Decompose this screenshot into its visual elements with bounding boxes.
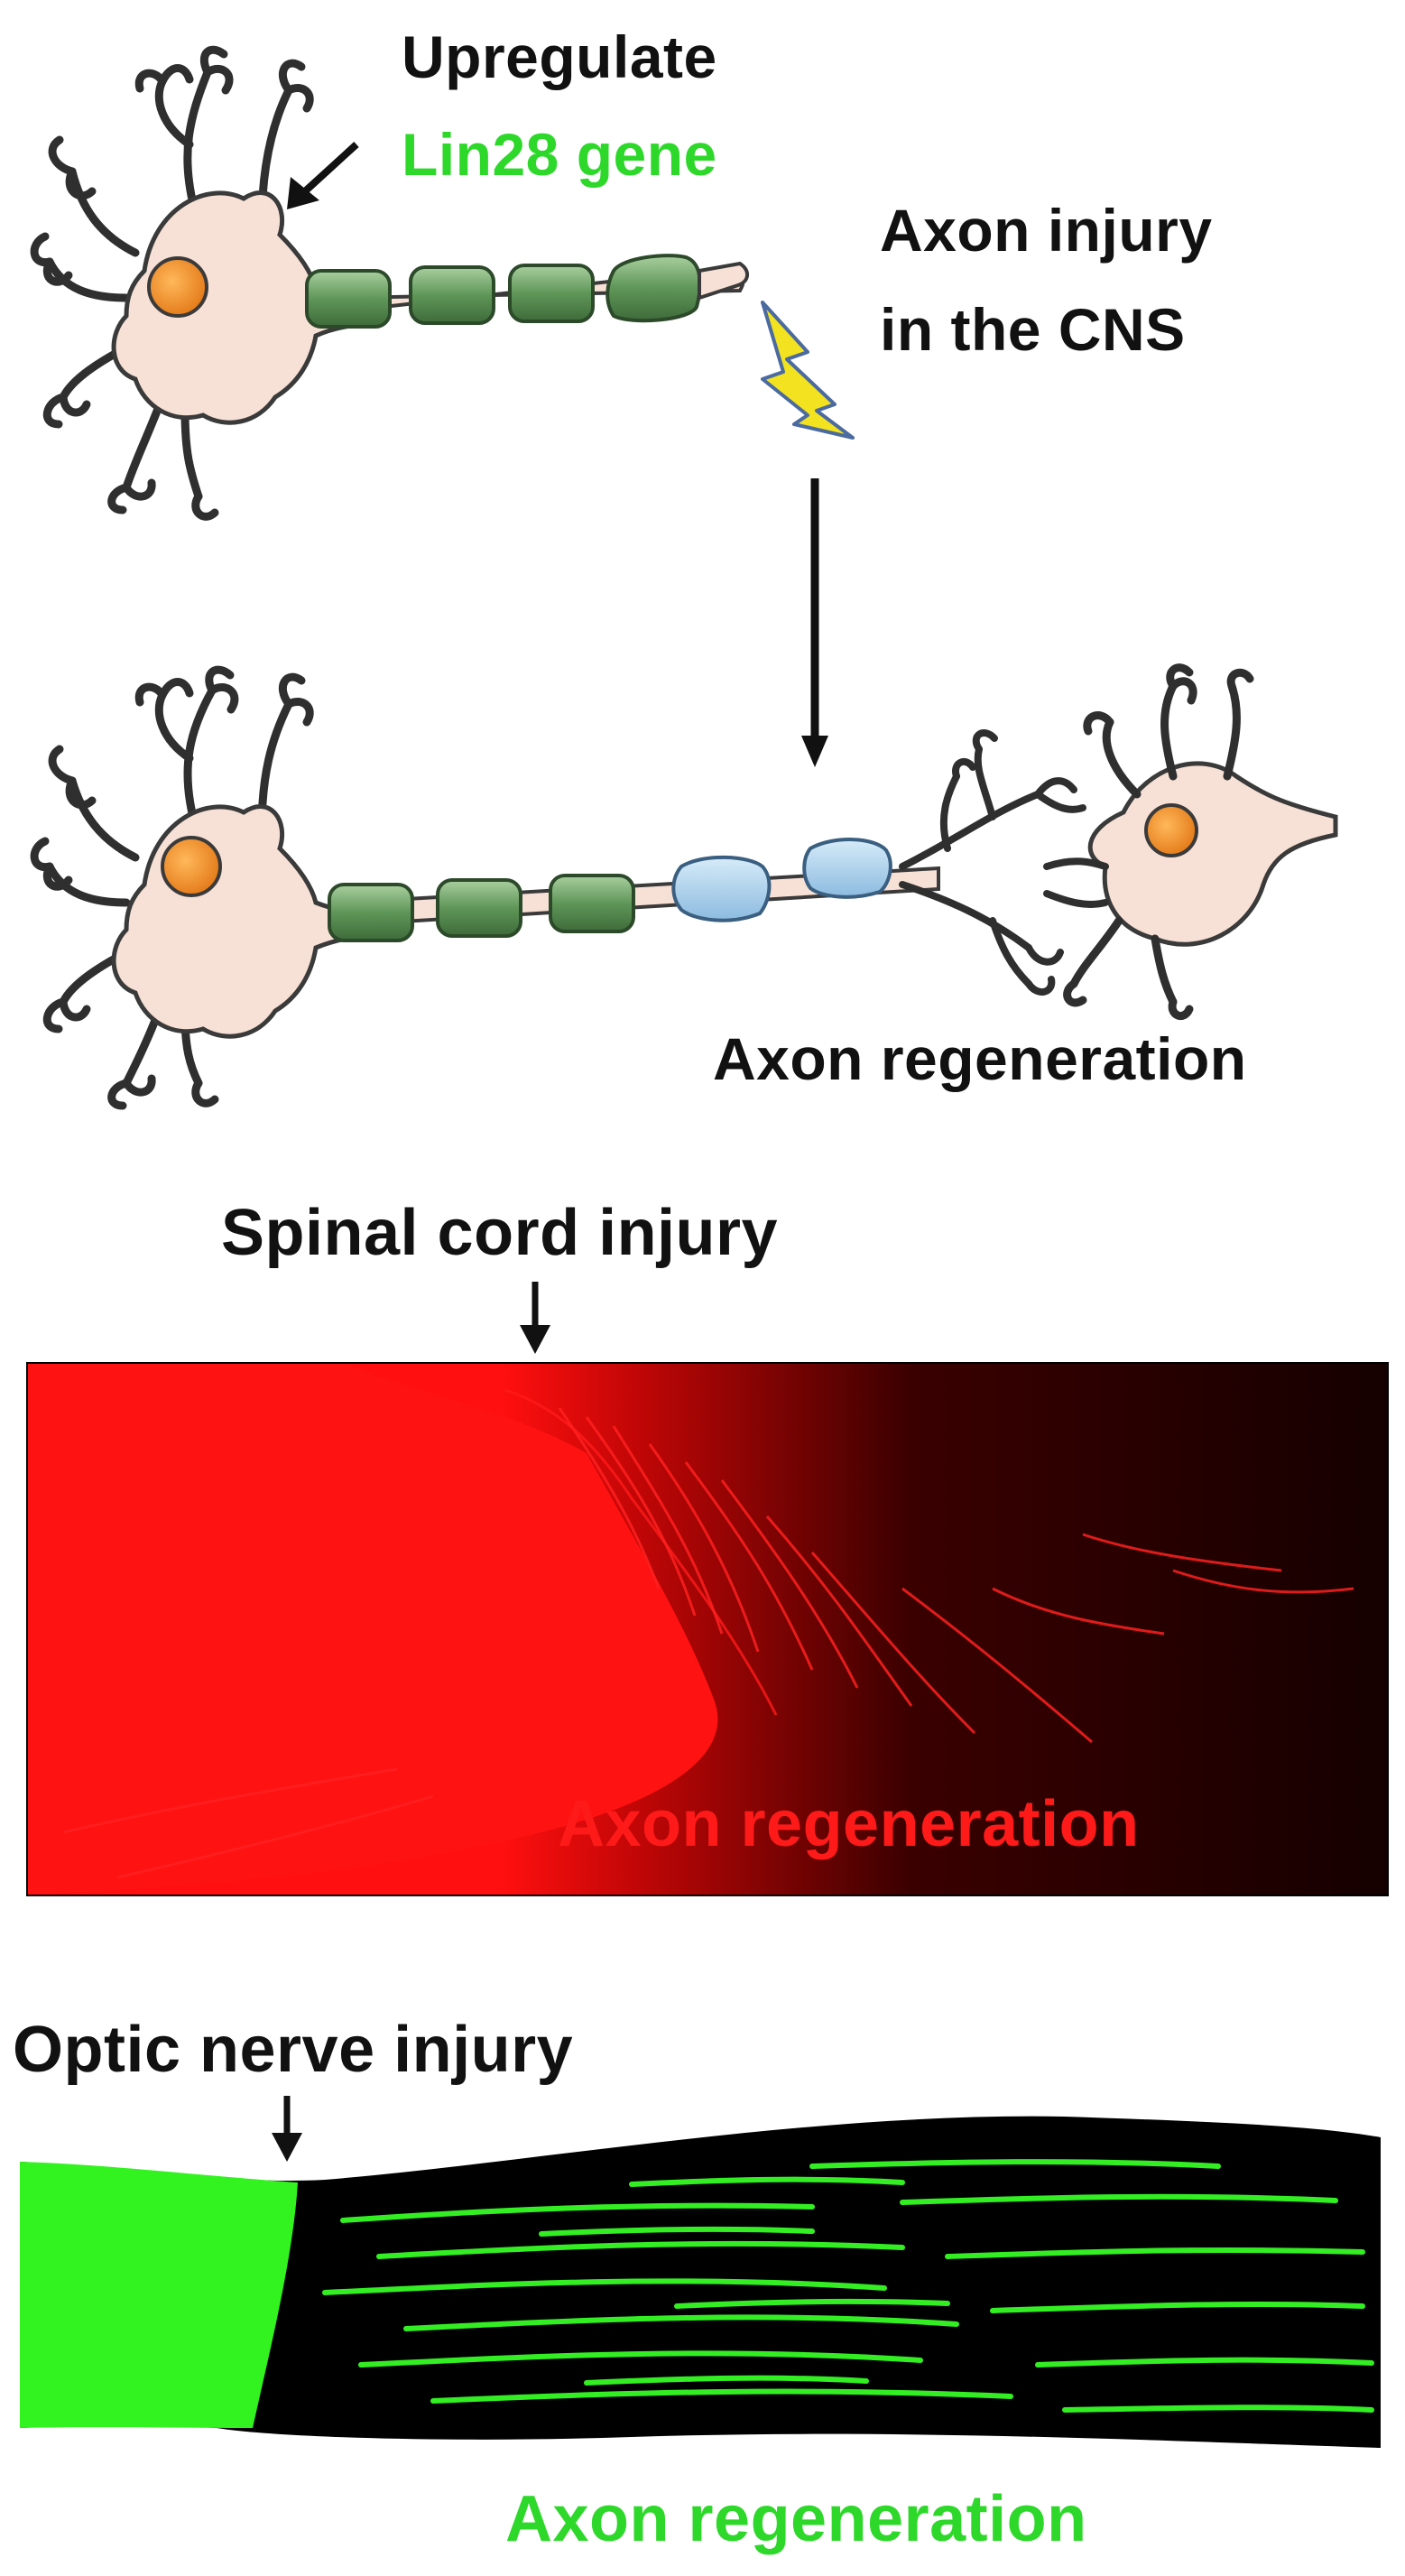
- injured-neuron-dendrites: [30, 45, 314, 521]
- optic-nerve-injury-label: Optic nerve injury: [13, 2014, 574, 2086]
- regenerated-axon: [328, 838, 940, 942]
- green-axon-fibers: [322, 2159, 1374, 2413]
- green-axon-injured-region: [20, 2162, 298, 2428]
- red-axon-fibers: [62, 1407, 1354, 1879]
- injured-axon-tip: [698, 261, 749, 301]
- regenerated-neuron-soma: [111, 804, 359, 1039]
- arrow-down-icon: [272, 2096, 302, 2162]
- target-neuron-nucleus: [1144, 803, 1198, 857]
- optic-nerve-micrograph: [20, 2116, 1381, 2448]
- myelin-segment: [508, 264, 595, 323]
- regenerated-neuron-nucleus: [161, 836, 222, 897]
- myelin-segment: [436, 878, 522, 938]
- target-neuron: [899, 663, 1338, 1020]
- arrow-down-left-icon: [287, 142, 359, 209]
- axon-regeneration-diagram-label: Axon regeneration: [713, 1025, 1247, 1092]
- myelin-segment: [305, 269, 392, 329]
- regenerated-neuron-left: [30, 665, 359, 1110]
- target-neuron-soma: [1087, 761, 1338, 947]
- spinal-cord-injury-label: Spinal cord injury: [221, 1197, 779, 1269]
- injured-axon-myelin: [305, 254, 702, 329]
- axon-terminals: [899, 729, 1109, 996]
- arrow-down-icon: [801, 478, 828, 767]
- myelin-segment: [409, 265, 495, 325]
- injured-neuron-nucleus: [147, 256, 208, 318]
- lin28-gene-label: Lin28 gene: [402, 121, 717, 188]
- spinal-cord-micrograph: [26, 1362, 1389, 1896]
- upregulate-label: Upregulate: [402, 23, 717, 90]
- arrow-down-icon: [520, 1282, 550, 1354]
- myelin-segment: [549, 874, 635, 933]
- myelin-segment: [605, 254, 702, 323]
- new-myelin-segment: [802, 838, 892, 899]
- axon-injury-label-line1: Axon injury: [880, 197, 1213, 264]
- axon-injury-label-line2: in the CNS: [880, 296, 1186, 363]
- axon-regeneration-green-label: Axon regeneration: [505, 2483, 1087, 2555]
- target-neuron-dendrites: [1063, 663, 1254, 1020]
- injured-neuron-soma: [111, 190, 359, 425]
- myelin-segment: [328, 883, 414, 942]
- lightning-bolt-icon: [761, 301, 855, 440]
- new-myelin-segment: [671, 855, 772, 922]
- axon-regeneration-red-label: Axon regeneration: [558, 1788, 1140, 1860]
- injured-neuron: [30, 45, 749, 521]
